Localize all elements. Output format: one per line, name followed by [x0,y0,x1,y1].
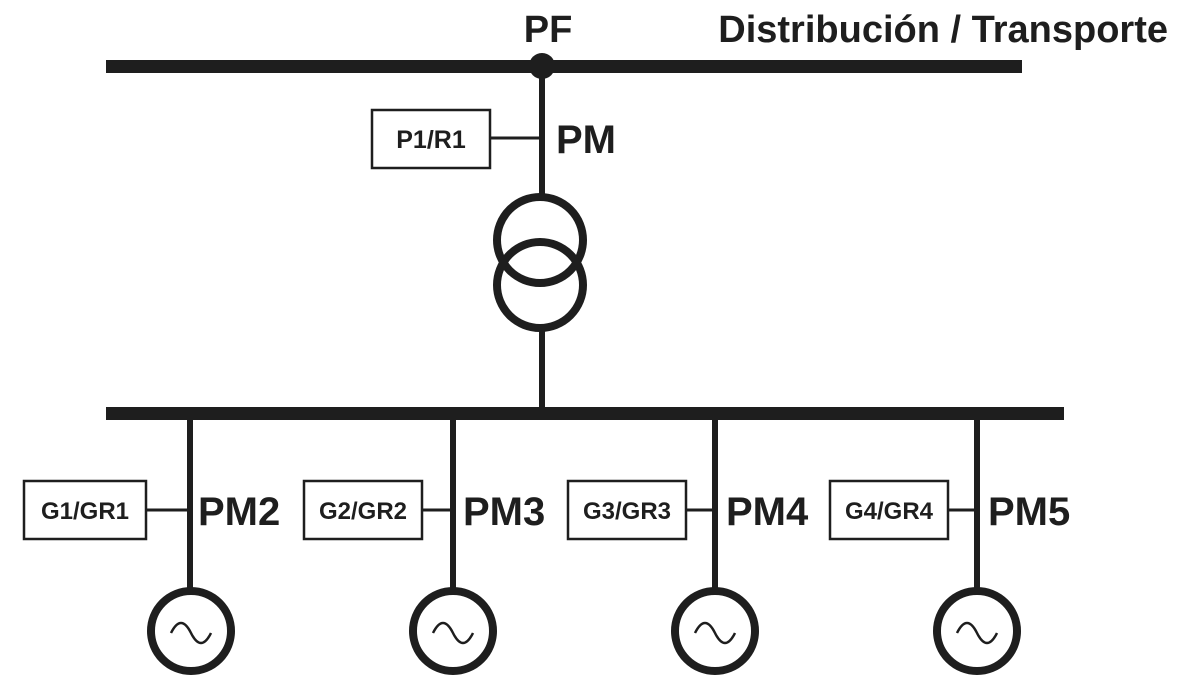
lower-busbar [106,407,1064,420]
top-busbar [106,60,1022,73]
feeder-pm-label: PM3 [463,490,545,534]
ac-generator-icon [933,587,1021,675]
feeder-pm-label: PM5 [988,490,1070,534]
generator-relay-box [828,479,950,541]
feeder-2: G2/GR2 PM3 [302,412,545,675]
ac-generator-icon [671,587,759,675]
pf-label: PF [524,9,573,51]
transformer-icon [493,193,587,332]
relay-box-label: P1/R1 [396,126,466,154]
feeder-1: G1/GR1 PM2 [22,412,280,675]
generator-relay-box [22,479,148,541]
relay-box-p1r1: P1/R1 [370,108,492,170]
feeder-box-label: G2/GR2 [319,498,407,525]
ac-generator-icon [147,587,235,675]
feeder-box-label: G3/GR3 [583,498,671,525]
feeder-pm-label: PM4 [726,490,809,534]
feeder-4: G4/GR4 PM5 [828,412,1070,675]
pm-label: PM [556,118,616,162]
generator-relay-box [302,479,424,541]
ac-generator-icon [409,587,497,675]
generator-relay-box [566,479,688,541]
feeder-pm-label: PM2 [198,490,280,534]
feeder-3: G3/GR3 PM4 [566,412,809,675]
network-label: Distribución / Transporte [718,9,1168,51]
feeder-box-label: G4/GR4 [845,498,934,525]
feeder-box-label: G1/GR1 [41,498,129,525]
